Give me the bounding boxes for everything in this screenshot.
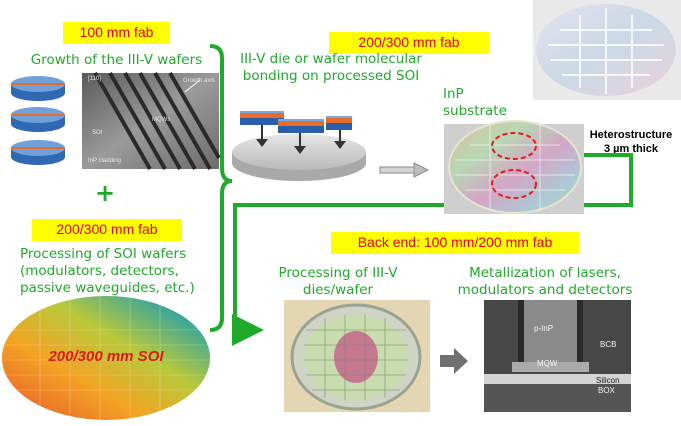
step-soi-processing: Processing of SOI wafers (modulators, de…	[20, 246, 195, 296]
tem-inp-cladding-label: InP cladding	[88, 158, 121, 164]
fab-200-300mm-label-top: 200/300 mm fab	[329, 32, 489, 54]
plus-sign: +	[94, 179, 116, 207]
sem-box-label: BOX	[598, 386, 615, 395]
fab-200-300mm-label-left: 200/300 mm fab	[32, 219, 182, 241]
sem-silicon-label: Silicon	[596, 376, 620, 385]
gray-arrow-right	[379, 162, 430, 178]
tem-image	[82, 72, 221, 170]
step-growth: Growth of the III-V wafers	[30, 52, 203, 68]
inp-removal-wafer-photo	[444, 120, 584, 214]
sem-p-inp-label: p-InP	[534, 324, 554, 333]
tem-mqws-label: MQWs	[152, 117, 171, 123]
tem-growth-axis-label: Growth axis	[183, 78, 215, 84]
heterostructure-note: Heterostructure 3 µm thick	[589, 129, 673, 155]
step-bonding: III-V die or wafer molecular bonding on …	[240, 51, 422, 84]
iii-v-processing-photo	[284, 300, 430, 412]
sem-bcb-label: BCB	[600, 340, 617, 349]
iii-v-wafer-stack	[11, 76, 65, 165]
soi-wafer-label: 200/300 mm SOI	[48, 348, 164, 365]
sem-mqw-label: MQW	[537, 359, 558, 368]
backend-fab-label: Back end: 100 mm/200 mm fab	[331, 232, 579, 254]
processed-wafer-photo	[533, 0, 681, 100]
bonding-illustration	[232, 111, 366, 181]
tem-soi-label: SOI	[92, 130, 103, 136]
gray-arrow-bottom	[440, 348, 468, 374]
fab-100mm-label: 100 mm fab	[63, 22, 170, 44]
tem-orientation-label: [110]	[88, 76, 101, 82]
flow-connectors	[209, 44, 633, 346]
sem-cross-section	[484, 300, 631, 412]
soi-wafer-photo	[2, 296, 210, 420]
step-metallization: Metallization of lasers, modulators and …	[457, 265, 633, 298]
step-iii-v-processing: Processing of III-V dies/wafer	[278, 265, 398, 298]
